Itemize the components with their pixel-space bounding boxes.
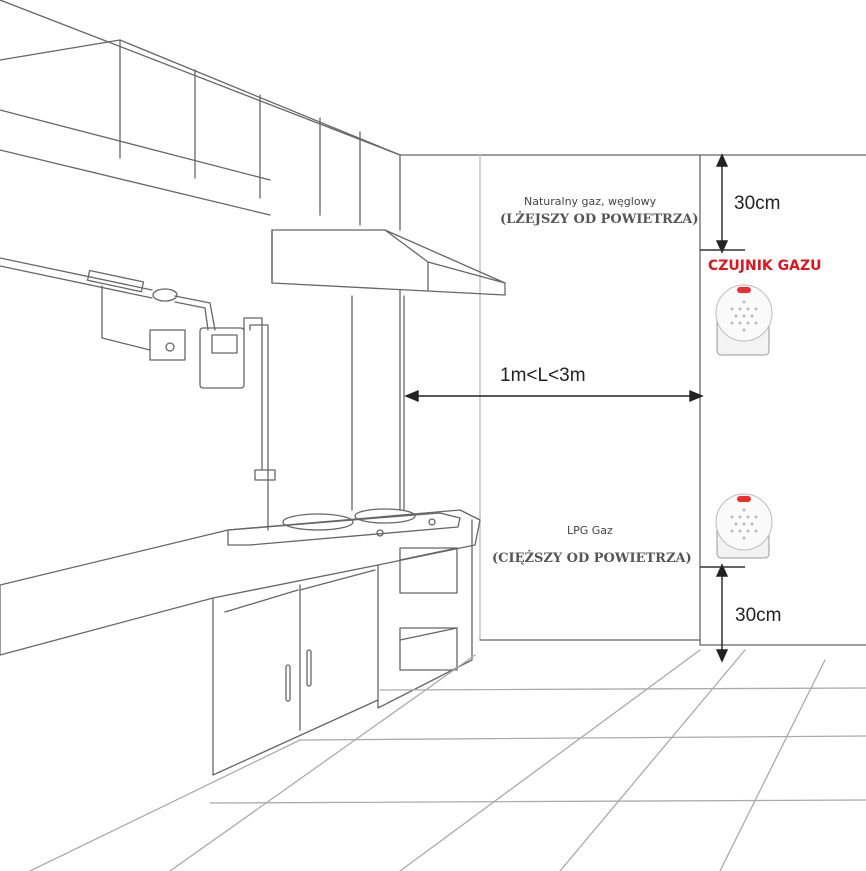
sensor-label: CZUJNIK GAZU (708, 258, 822, 274)
distance-label: 1m<L<3m (500, 365, 586, 386)
top-gas-detector-icon (715, 284, 773, 356)
lpg-label: LPG Gaz (567, 524, 613, 537)
top-gap-label: 30cm (734, 193, 781, 214)
bottom-gap-label: 30cm (735, 605, 782, 626)
lighter-than-air-label: (LŻEJSZY OD POWIETRZA) (500, 212, 699, 227)
bottom-gas-detector-icon (715, 493, 773, 559)
heavier-than-air-label: (CIĘŻSZY OD POWIETRZA) (492, 551, 692, 566)
natural-gas-label: Naturalny gaz, węglowy (524, 195, 657, 208)
